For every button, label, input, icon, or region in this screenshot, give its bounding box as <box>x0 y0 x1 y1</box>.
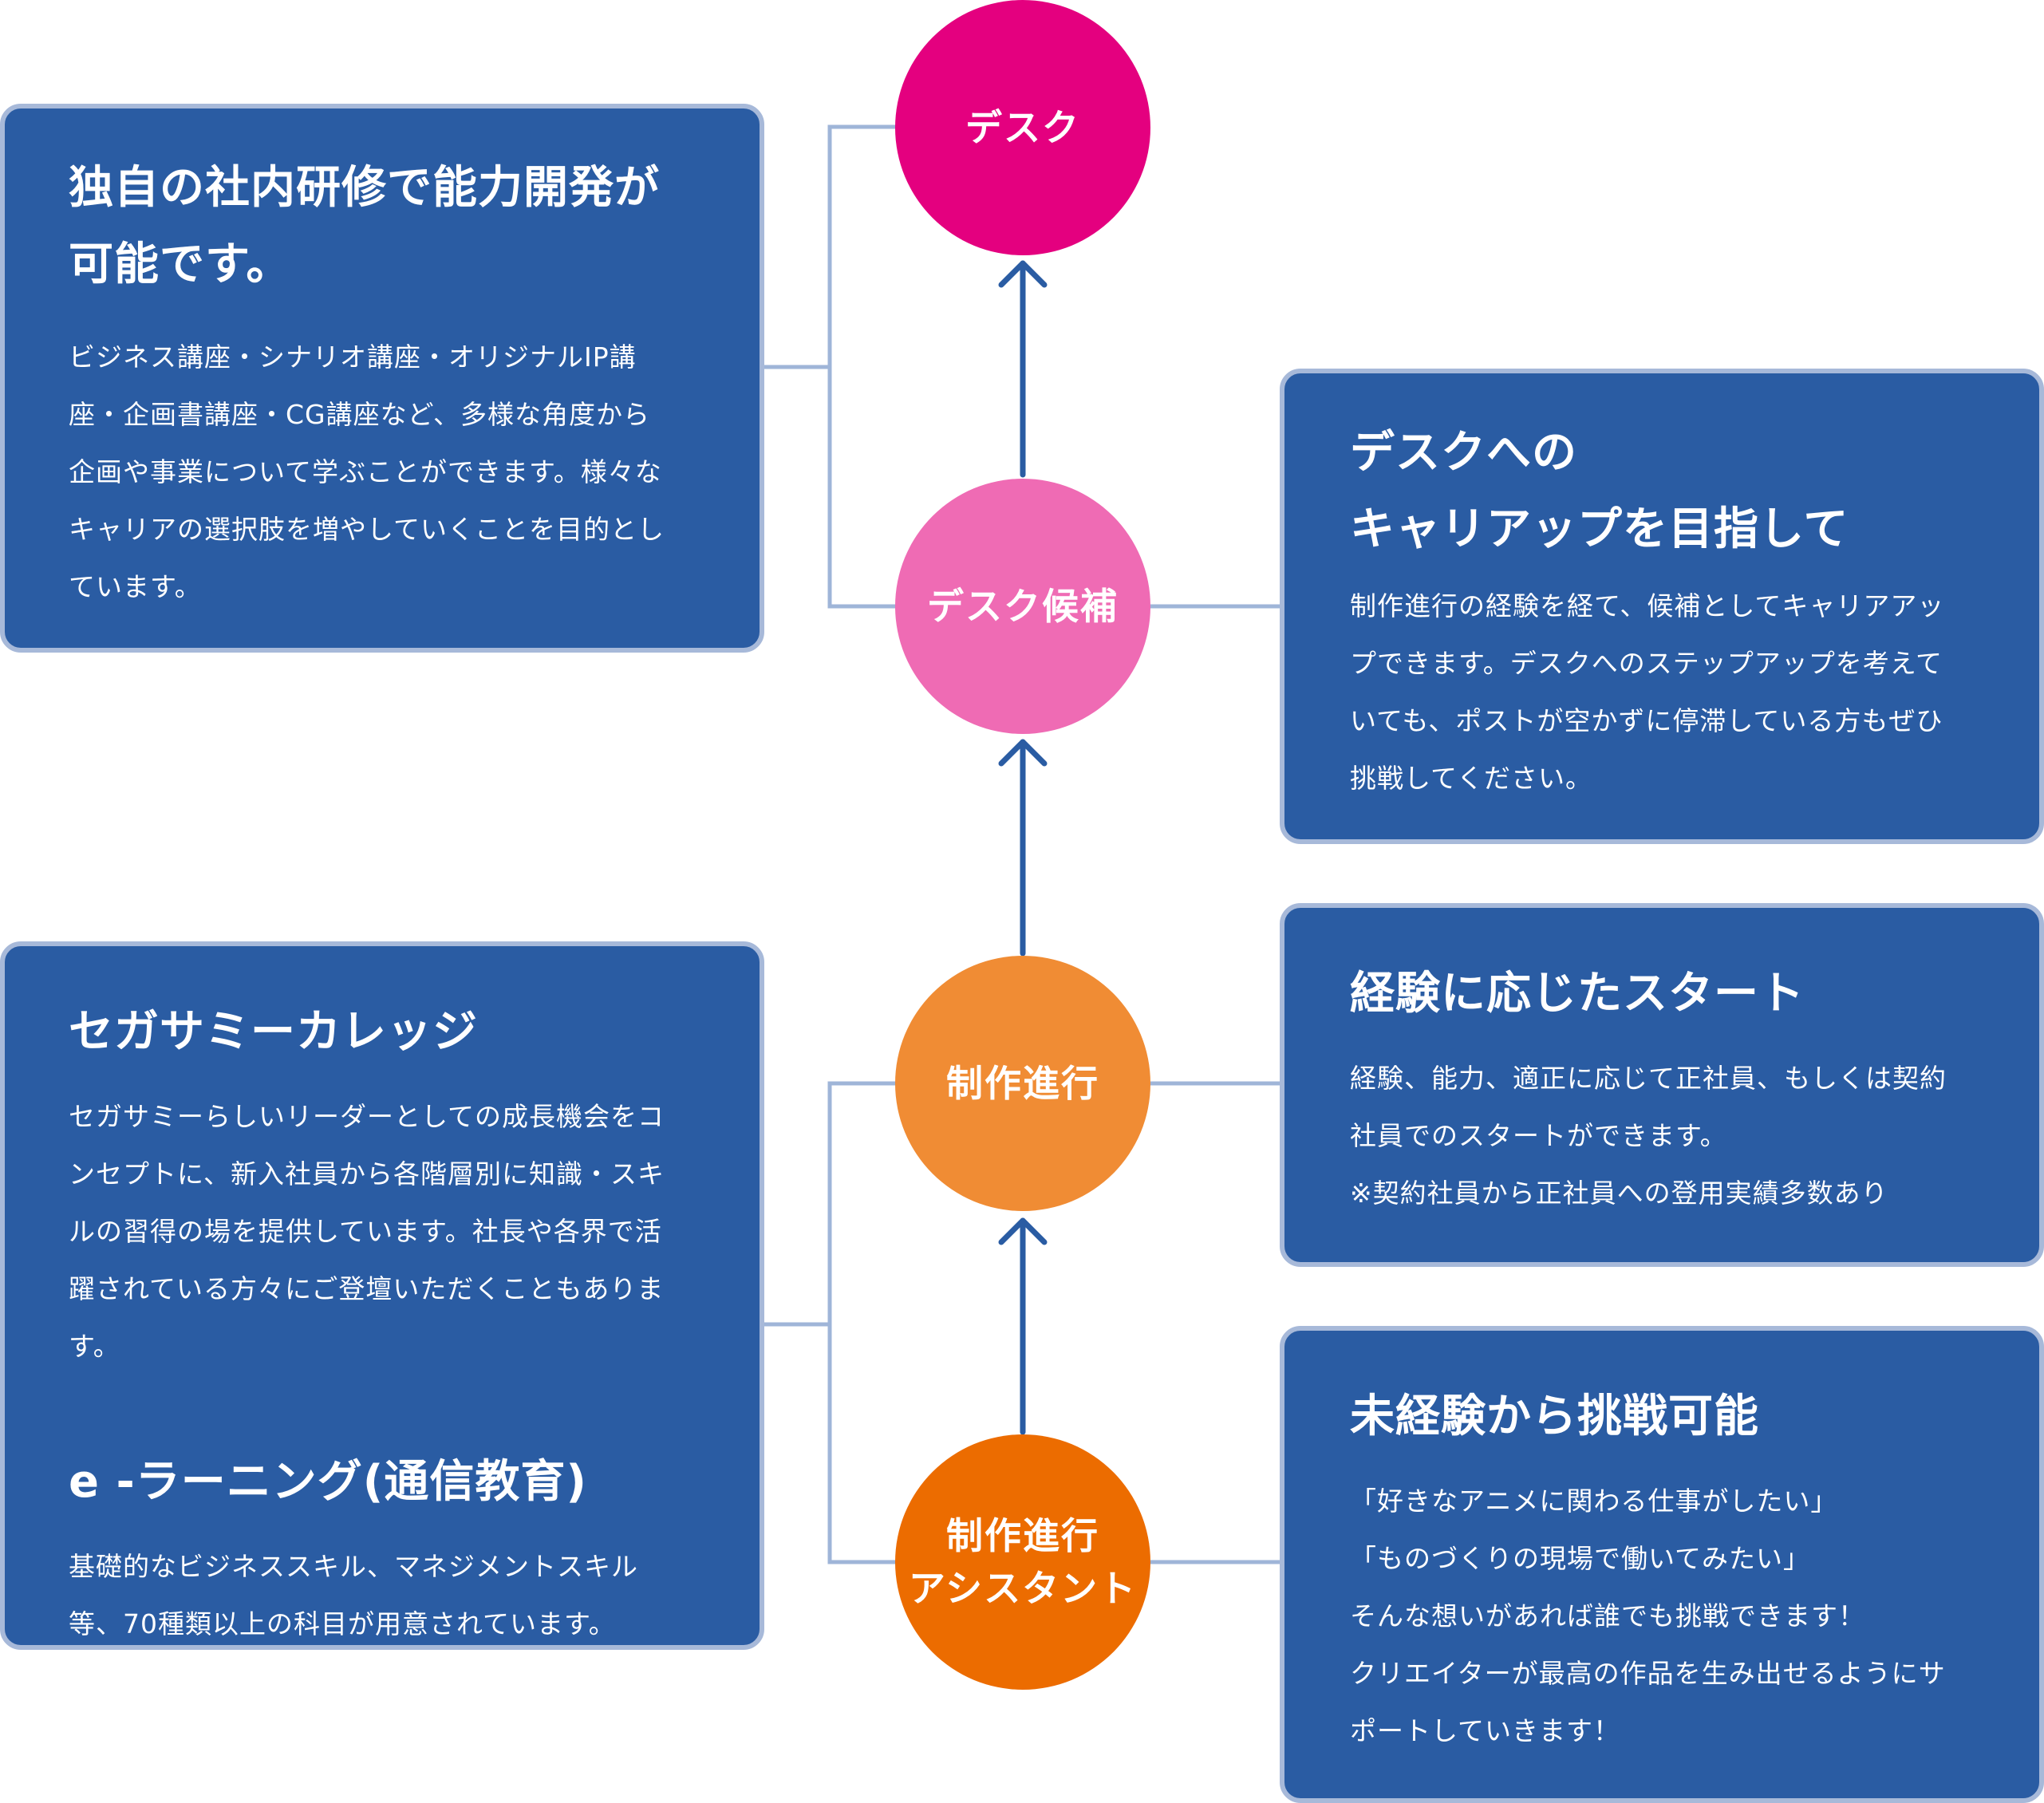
card-in-house-training: 独自の社内研修で能力開発が 可能です。 ビジネス講座・シナリオ講座・オリジナルI… <box>0 104 764 653</box>
card-title-line2: 可能です。 <box>69 239 292 290</box>
card-body-line: 企画や事業について学ぶことができます。様々な <box>69 456 662 487</box>
card-body-line: そんな想いがあれば誰でも挑戦できます！ <box>1350 1600 1865 1631</box>
stage-desk-label: デスク <box>965 106 1080 149</box>
stage-desk-candidate-label: デスク候補 <box>927 585 1119 628</box>
card-title-line1: デスクへの <box>1350 427 1577 479</box>
stage-assistant: 制作進行 アシスタント <box>895 1434 1150 1690</box>
card-body-line: 「好きなアニメに関わる仕事がしたい」 <box>1350 1485 1838 1517</box>
card-body-line: 挑戦してください。 <box>1350 763 1593 794</box>
card-body-line: 「ものづくりの現場で働いてみたい」 <box>1350 1543 1811 1574</box>
card-body-line: セガサミーらしいリーダーとしての成長機会をコ <box>69 1101 665 1132</box>
card-body-line: クリエイターが最高の作品を生み出せるようにサ <box>1350 1645 1991 1702</box>
card-body-line: 等、70種類以上の科目が用意されています。 <box>69 1608 616 1639</box>
card-experience-start: 経験に応じたスタート 経験、能力、適正に応じて正社員、もしくは契約 社員でのスタ… <box>1280 903 2044 1267</box>
card-body-line: ビジネス講座・シナリオ講座・オリジナルIP講 <box>69 341 637 373</box>
card-body-line: 経験、能力、適正に応じて正社員、もしくは契約 <box>1350 1063 1947 1094</box>
card-title: 未経験から挑戦可能 <box>1350 1391 1759 1442</box>
stage-assistant-label-line1: 制作進行 <box>946 1514 1099 1557</box>
section-title-elearning: e -ラーニング(通信教育) <box>69 1456 587 1508</box>
stage-desk-candidate: デスク候補 <box>895 479 1150 734</box>
card-no-experience: 未経験から挑戦可能 「好きなアニメに関わる仕事がしたい」 「ものづくりの現場で働… <box>1280 1326 2044 1803</box>
card-body-line: プできます。デスクへのステップアップを考えて <box>1350 648 1943 679</box>
card-body-line-main: クリエイターが最高の作品を生み出せるように <box>1350 1658 1919 1689</box>
stage-production-label: 制作進行 <box>946 1062 1099 1105</box>
card-body-line: キャリアの選択肢を増やしていくことを目的とし <box>69 514 665 545</box>
card-body-line: 基礎的なビジネススキル、マネジメントスキル <box>69 1551 638 1582</box>
card-body-line: 躍されている方々にご登壇いただくこともあります。 <box>69 1273 665 1362</box>
card-body-line-tail: サ <box>1918 1658 1946 1689</box>
card-title: 経験に応じたスタート <box>1350 968 1805 1020</box>
card-body-line: ポートしていきます！ <box>1350 1715 1621 1746</box>
card-body-line: 座・企画書講座・CG講座など、多様な角度から <box>69 399 650 430</box>
card-body-line: ※契約社員から正社員への登用実績多数あり <box>1350 1178 1888 1209</box>
card-body-line: ンセプトに、新入社員から各階層別に知識・スキ <box>69 1158 665 1190</box>
card-body-line: 制作進行の経験を経て、候補としてキャリアアッ <box>1350 590 1945 621</box>
card-body-line: ています。 <box>69 571 202 602</box>
stage-production: 制作進行 <box>895 956 1150 1211</box>
card-body-line: ルの習得の場を提供しています。社長や各界で活 <box>69 1216 662 1247</box>
card-title-line1: 独自の社内研修で能力開発が <box>69 162 660 214</box>
card-body-line: いても、ポストが空かずに停滞している方もぜひ <box>1350 705 1943 736</box>
card-desk-career-up: デスクへの キャリアップを目指して 制作進行の経験を経て、候補としてキャリアアッ… <box>1280 369 2044 844</box>
card-college-elearning: セガサミーカレッジ セガサミーらしいリーダーとしての成長機会をコ ンセプトに、新… <box>0 941 764 1650</box>
stage-desk: デスク <box>895 0 1150 255</box>
card-title-line2: キャリアップを目指して <box>1350 503 1849 555</box>
section-title-sega-sammy-college: セガサミーカレッジ <box>69 1006 478 1058</box>
card-body-line: 社員でのスタートができます。 <box>1350 1120 1727 1151</box>
stage-assistant-label-line2: アシスタント <box>908 1567 1138 1610</box>
